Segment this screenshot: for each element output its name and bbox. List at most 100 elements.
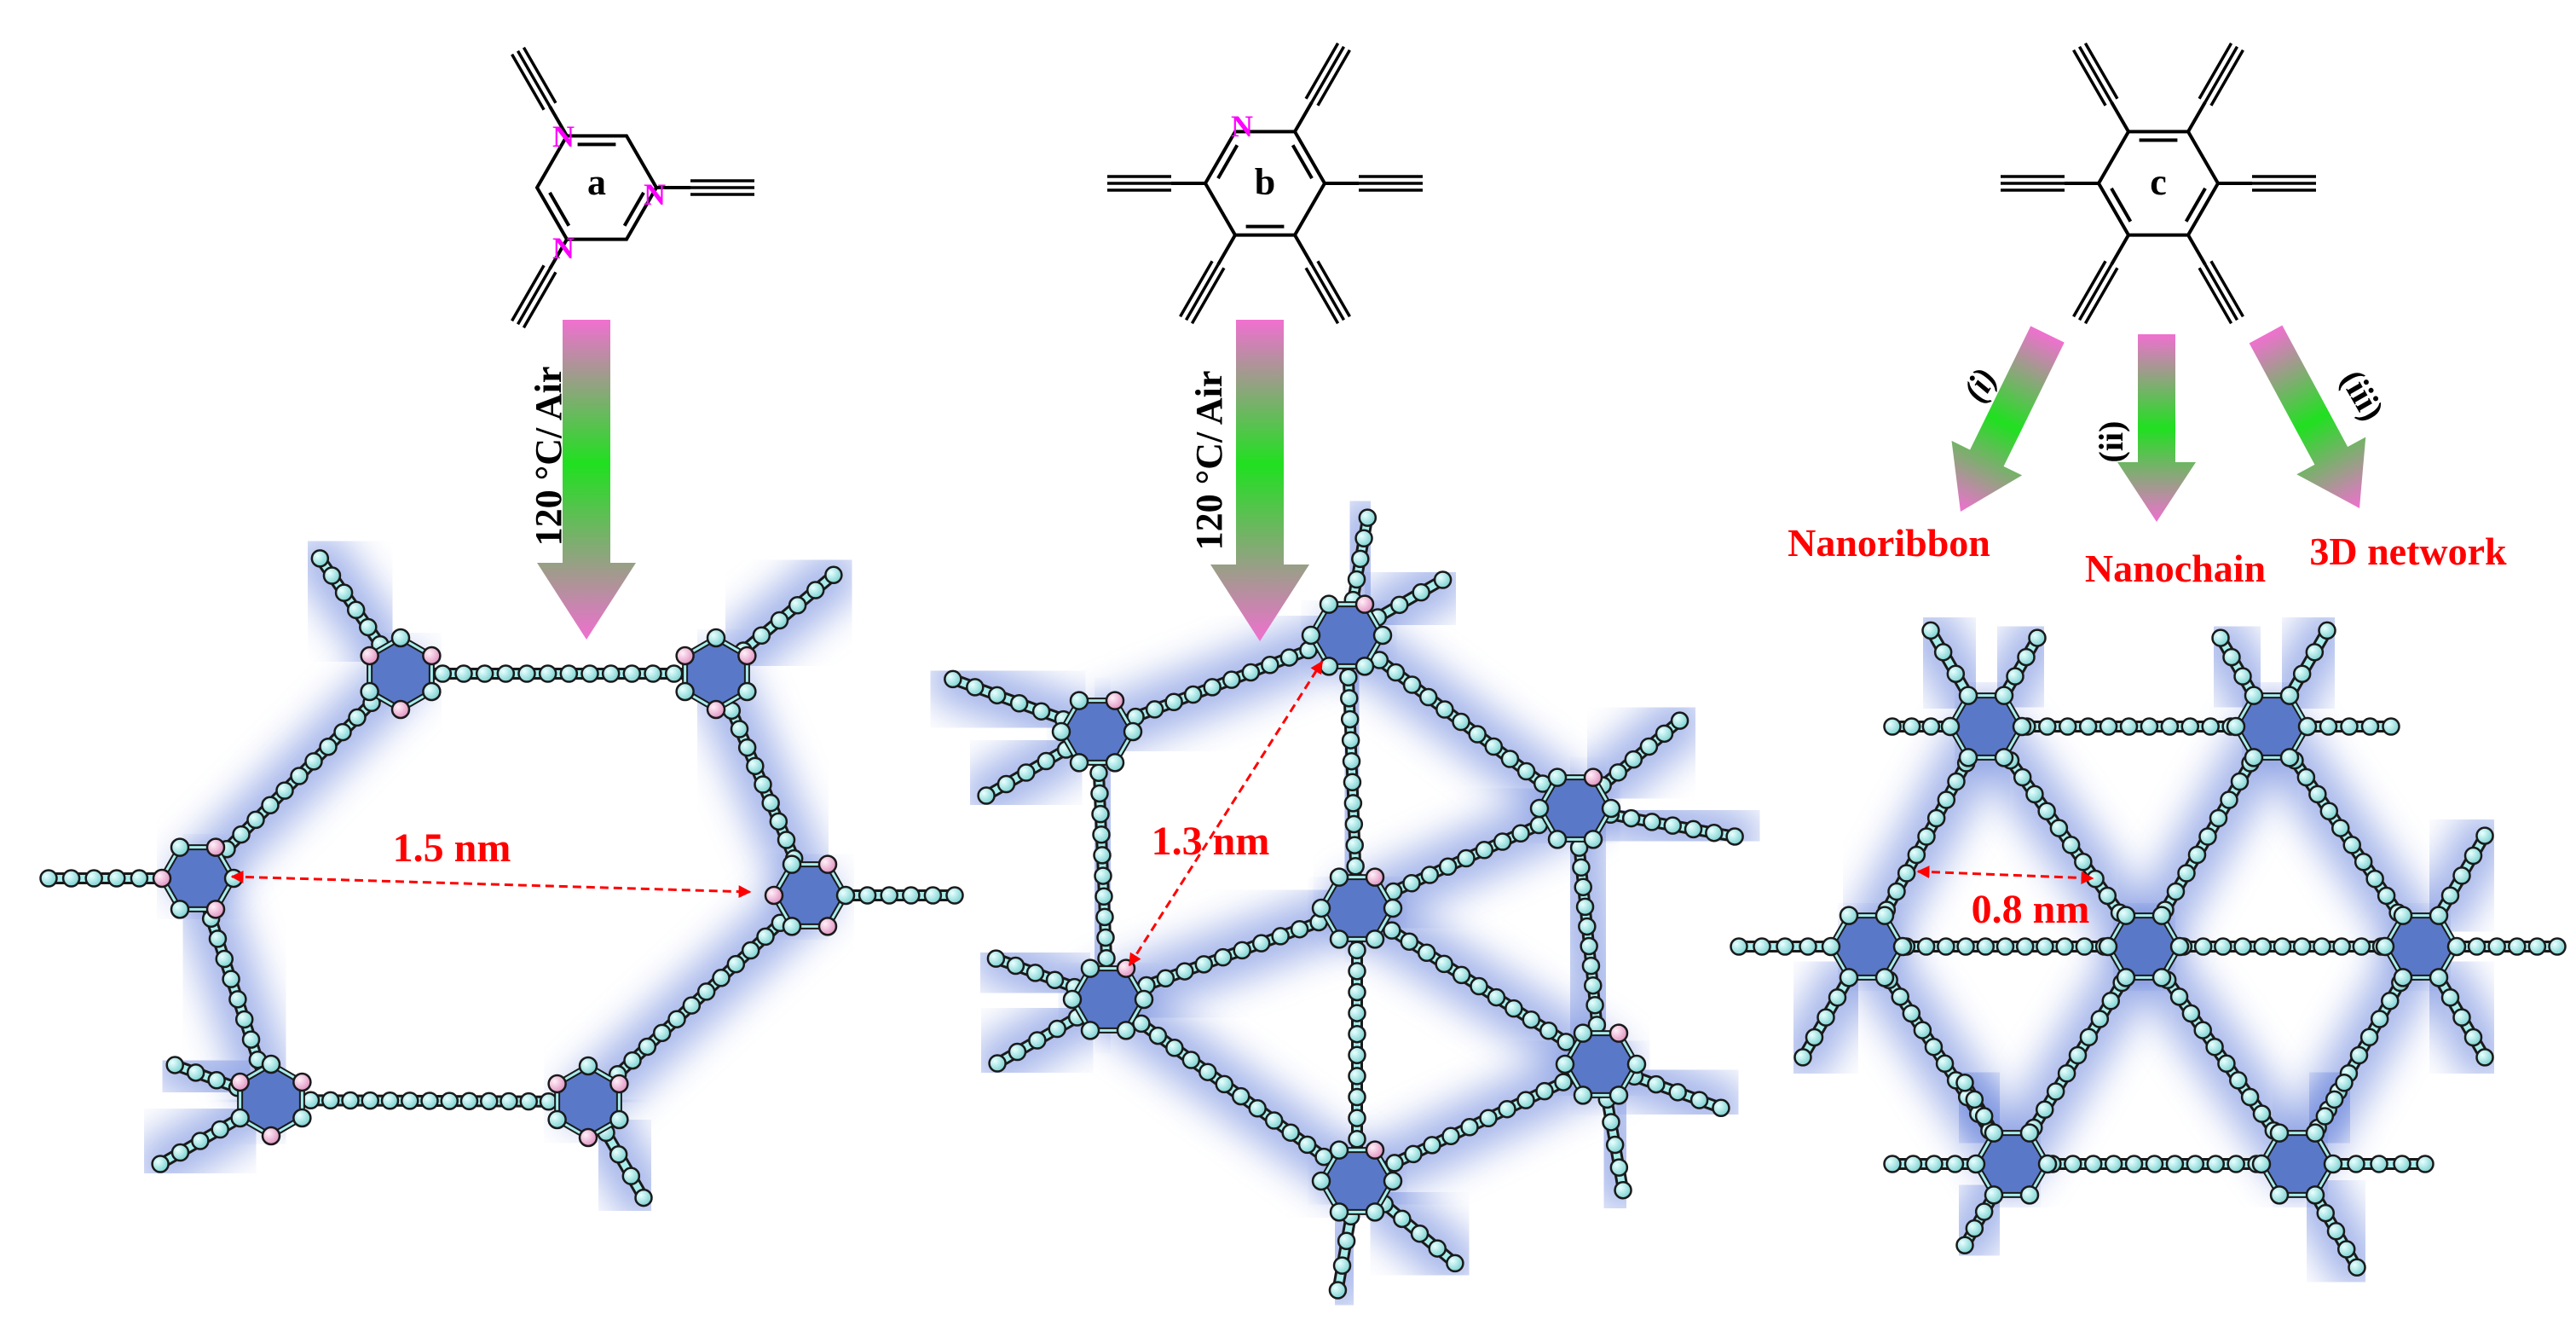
carbon-atom (2347, 1155, 2365, 1173)
carbon-atom (246, 810, 265, 830)
carbon-atom (2296, 767, 2316, 787)
carbon-atom (1175, 962, 1194, 981)
carbon-atom (1248, 1099, 1267, 1118)
carbon-atom (1222, 670, 1241, 689)
carbon-atom (2116, 906, 2136, 925)
hexagon-ring (2381, 912, 2461, 981)
carbon-atom (1348, 1109, 1366, 1127)
nitrogen-atom (360, 646, 379, 666)
carbon-atom (2165, 1155, 2185, 1173)
carbon-atom (2308, 785, 2327, 804)
carbon-atom (1937, 937, 1955, 956)
carbon-atom (1231, 1086, 1250, 1106)
carbon-atom (2233, 937, 2252, 956)
carbon-atom (1913, 1021, 1932, 1039)
carbon-atom (433, 664, 453, 683)
carbon-atom (390, 628, 411, 648)
carbon-atom (2244, 686, 2264, 705)
pathway-arrow (2117, 334, 2196, 522)
nitrogen-atom (578, 1127, 598, 1148)
product-3d-network: 3D network (2309, 530, 2507, 573)
pathway-numeral-iii: (iii) (2333, 363, 2392, 426)
carbon-atom (1897, 864, 1916, 883)
carbon-atom (319, 737, 338, 756)
chain-bond (603, 1129, 647, 1202)
carbon-atom (788, 596, 807, 615)
carbon-atom (737, 738, 757, 757)
carbon-atom (1609, 763, 1628, 782)
carbon-atom (1581, 956, 1601, 976)
carbon-atom (241, 1030, 261, 1049)
carbon-atom (1479, 1109, 1498, 1127)
carbon-atom (988, 1054, 1007, 1073)
carbon-atom (1345, 836, 1364, 854)
carbon-atom (1069, 691, 1089, 710)
carbon-atom (2467, 937, 2486, 956)
carbon-atom (361, 1091, 379, 1110)
carbon-atom (1348, 941, 1366, 959)
carbon-atom (2140, 717, 2159, 736)
carbon-atom (730, 720, 749, 738)
carbon-atom (682, 996, 702, 1015)
carbon-atom (500, 1091, 518, 1111)
carbon-atom (1148, 1026, 1168, 1045)
monomer-single-bond (1293, 234, 1314, 266)
hexagon-ring (367, 634, 435, 714)
carbon-atom (1557, 1033, 1575, 1051)
carbon-atom (2036, 937, 2054, 956)
carbon-atom (1181, 1051, 1201, 1069)
carbon-atom (623, 1051, 642, 1070)
molecule-c-label: c (2150, 161, 2167, 203)
carbon-atom (1705, 823, 1724, 843)
carbon-atom (769, 812, 788, 831)
carbon-atom (2370, 1010, 2389, 1028)
carbon-atom (1301, 625, 1321, 646)
carbon-atom (2151, 968, 2172, 987)
carbon-atom (1329, 1202, 1349, 1222)
carbon-atom (1529, 798, 1550, 819)
reaction-arrows (537, 320, 2366, 641)
carbon-atom (2064, 1155, 2082, 1173)
carbon-atom (1976, 937, 1996, 956)
hexagon-ring (2104, 912, 2184, 981)
carbon-atom (2169, 936, 2190, 957)
hexagon-ring (158, 844, 238, 912)
carbon-atom (706, 628, 726, 648)
carbon-atom (2205, 1037, 2224, 1057)
carbon-atom (334, 583, 354, 602)
chain-bond (1105, 996, 1360, 1184)
carbon-atom (1025, 964, 1045, 982)
carbon-atom (2348, 1258, 2366, 1277)
carbon-atom (1921, 621, 1940, 640)
hexagon-ring (1068, 965, 1148, 1034)
carbon-atom (2177, 864, 2196, 883)
carbon-atom (2340, 717, 2359, 736)
carbon-atom (675, 681, 695, 702)
carbon-atom (1420, 866, 1440, 884)
carbon-atom (1974, 1202, 1994, 1221)
hexagon-ring (237, 1060, 305, 1140)
carbon-atom (2217, 1054, 2236, 1074)
carbon-atom (578, 1056, 598, 1076)
hexagon-ring (554, 1062, 622, 1142)
monomer-double-bond (1291, 144, 1314, 180)
nitrogen-atom (1609, 1023, 1629, 1043)
carbon-atom (1452, 965, 1471, 985)
carbon-atom (1805, 1028, 1824, 1047)
carbon-atom (1956, 937, 1975, 956)
carbon-atom (652, 1023, 672, 1043)
nitrogen-atom (292, 1072, 312, 1092)
carbon-atom (1689, 1091, 1709, 1109)
carbon-atom (1601, 798, 1621, 819)
carbon-atom (1290, 919, 1309, 939)
carbon-atom (741, 941, 760, 960)
carbon-atom (782, 854, 802, 874)
pathway-arrow-body (2249, 325, 2366, 508)
carbon-atom (1311, 898, 1331, 918)
carbon-atom (1547, 767, 1568, 787)
carbon-atom (746, 756, 765, 776)
carbon-atom (1215, 1074, 1234, 1094)
carbon-atom (2036, 1100, 2054, 1119)
carbon-atom (1311, 1171, 1331, 1191)
hexagon-ring (2257, 1130, 2337, 1198)
